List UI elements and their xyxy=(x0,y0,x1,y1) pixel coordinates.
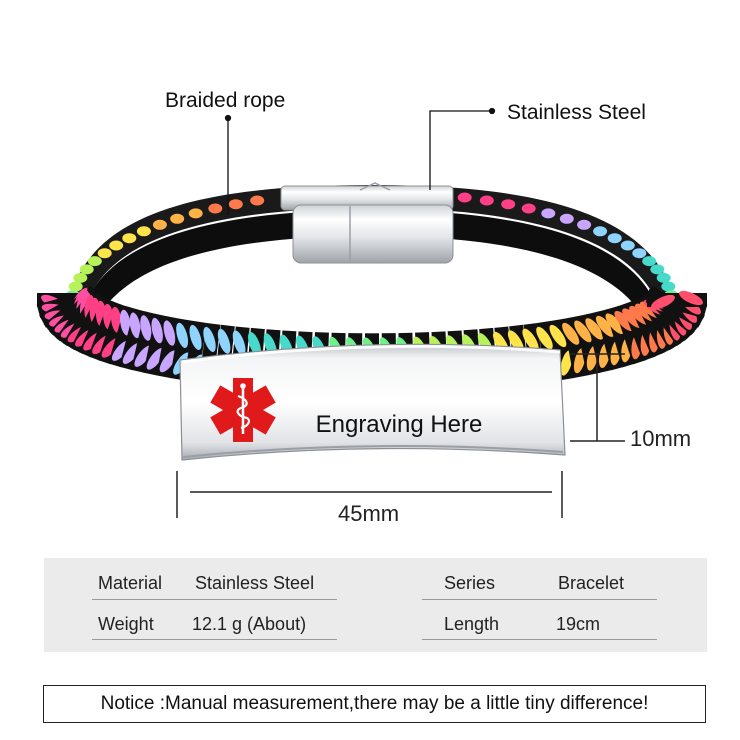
spec-divider xyxy=(92,639,337,640)
rope-back xyxy=(70,185,675,330)
rope-stitch xyxy=(250,195,265,206)
rope-stitch xyxy=(593,226,608,237)
rope-stitch xyxy=(97,248,112,259)
clasp xyxy=(280,182,454,264)
spec-label-weight: Weight xyxy=(98,614,154,634)
star-of-life-icon xyxy=(210,378,276,442)
rope-stitch xyxy=(79,264,94,275)
rope-stitch xyxy=(656,272,671,283)
rope-stitch xyxy=(541,208,556,219)
spec-value-material: Stainless Steel xyxy=(195,573,315,593)
rope-stitch xyxy=(122,233,137,244)
spec-label-length: Length xyxy=(444,614,500,634)
rope-stitch xyxy=(521,203,536,214)
spec-value-series: Bracelet xyxy=(558,573,625,593)
rope-stitch xyxy=(68,281,83,292)
rope-stitch xyxy=(170,213,185,224)
rope-stitch xyxy=(188,208,203,219)
rope-stitch xyxy=(109,240,124,251)
id-plate xyxy=(179,343,566,461)
callout-braided-rope: Braided rope xyxy=(165,89,286,112)
rope-stitch xyxy=(661,281,676,292)
notice-box: Notice :Manual measurement,there may be … xyxy=(43,685,706,723)
spec-label-material: Material xyxy=(98,573,163,593)
rope-stitch xyxy=(501,199,516,210)
rope-stitch xyxy=(208,203,223,214)
rope-stitch xyxy=(143,313,170,376)
rope-stitch xyxy=(642,256,657,267)
rope-stitch xyxy=(152,219,167,230)
rope-stitch xyxy=(607,233,622,244)
rope-stitch xyxy=(549,318,575,381)
rope-stitch xyxy=(130,311,159,373)
rope-stitch xyxy=(595,308,625,371)
spec-divider xyxy=(422,599,657,600)
width-dimension xyxy=(176,471,563,518)
rope-stitch xyxy=(87,256,102,267)
height-label: 10mm xyxy=(630,426,692,451)
rope-stitch xyxy=(479,195,494,206)
engraving-text: Engraving Here xyxy=(316,411,483,438)
rope-stitch xyxy=(73,272,88,283)
callout-stainless-steel: Stainless Steel xyxy=(507,101,646,124)
spec-divider xyxy=(422,639,657,640)
width-label: 45mm xyxy=(338,501,400,526)
rope-stitch xyxy=(650,264,665,275)
rope-stitch xyxy=(577,219,592,230)
rope-stitch xyxy=(228,199,243,210)
rope-stitch xyxy=(156,316,182,378)
height-dimension xyxy=(570,353,625,442)
bracelet-illustration: Engraving Here xyxy=(36,107,708,518)
spec-table: Material Stainless Steel Weight 12.1 g (… xyxy=(44,558,707,652)
rope-stitch xyxy=(647,290,707,310)
spec-divider xyxy=(92,599,337,600)
spec-label-series: Series xyxy=(444,573,496,593)
rope-stitch xyxy=(559,213,574,224)
rope-stitch xyxy=(574,313,601,376)
rope-stitch xyxy=(632,248,647,259)
rope-stitch xyxy=(620,240,635,251)
rope-colored-top xyxy=(65,192,679,309)
rope-stitch xyxy=(136,226,151,237)
callout-lines xyxy=(224,107,496,215)
spec-value-weight: 12.1 g (About) xyxy=(192,614,307,634)
notice-text: Notice :Manual measurement,there may be … xyxy=(100,693,649,714)
rope-stitch xyxy=(457,192,472,203)
spec-value-length: 19cm xyxy=(556,614,601,634)
rope-stitch xyxy=(585,311,614,373)
